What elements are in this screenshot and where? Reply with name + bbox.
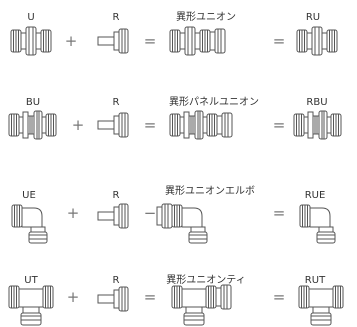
reducer-fitting-icon: [97, 286, 129, 312]
row-4: UT R 異形ユニオンティ RUT + = =: [8, 274, 344, 326]
equals-sign: =: [144, 116, 157, 134]
rut-fitting-icon: [298, 285, 344, 326]
label-combo: 異形ユニオンエルボ: [165, 185, 255, 197]
union-elbow-fitting-icon: [11, 204, 48, 244]
equals-sign: =: [273, 32, 286, 50]
plus-sign: +: [67, 288, 80, 306]
label-ut: UT: [24, 275, 38, 286]
label-r: R: [113, 97, 120, 108]
label-r: R: [113, 12, 120, 23]
label-result: RUT: [305, 275, 326, 286]
reducing-panel-union-assembly-icon: [169, 110, 233, 140]
union-tee-fitting-icon: [8, 285, 54, 326]
equals-sign: =: [273, 116, 286, 134]
label-result: RU: [306, 12, 320, 23]
label-ue: UE: [22, 190, 36, 201]
label-result: RBU: [306, 97, 327, 108]
plus-sign: +: [72, 116, 85, 134]
row-3: UE R 異形ユニオンエルボ RUE + − =: [11, 185, 336, 244]
rue-fitting-icon: [299, 204, 336, 244]
reducer-fitting-icon: [97, 203, 129, 229]
equals-sign: =: [273, 288, 286, 306]
equals-sign: =: [144, 288, 157, 306]
label-r: R: [113, 190, 120, 201]
label-r: R: [113, 275, 120, 286]
label-combo: 異形ユニオン: [176, 11, 236, 23]
label-combo: 異形パネルユニオン: [169, 96, 259, 108]
rbu-fitting-icon: [293, 110, 342, 140]
reducer-fitting-icon: [97, 112, 129, 138]
equals-sign: =: [273, 204, 286, 222]
reducing-union-tee-assembly-icon: [171, 284, 232, 326]
minus-sign: −: [144, 204, 157, 222]
label-bu: BU: [26, 97, 40, 108]
ru-fitting-icon: [296, 26, 338, 56]
plus-sign: +: [65, 32, 78, 50]
row-1: U R 異形ユニオン RU + = =: [10, 11, 338, 56]
label-result: RUE: [305, 190, 326, 201]
row-2: BU R 異形パネルユニオン RBU + = =: [8, 96, 342, 140]
label-u: U: [27, 12, 34, 23]
plus-sign: +: [67, 204, 80, 222]
equals-sign: =: [144, 32, 157, 50]
union-fitting-icon: [10, 26, 52, 56]
label-combo: 異形ユニオンティ: [166, 274, 245, 286]
panel-union-fitting-icon: [8, 110, 57, 140]
reducing-union-elbow-assembly-icon: [156, 203, 208, 244]
reducer-fitting-icon: [97, 28, 129, 54]
reducing-union-assembly-icon: [169, 26, 226, 56]
